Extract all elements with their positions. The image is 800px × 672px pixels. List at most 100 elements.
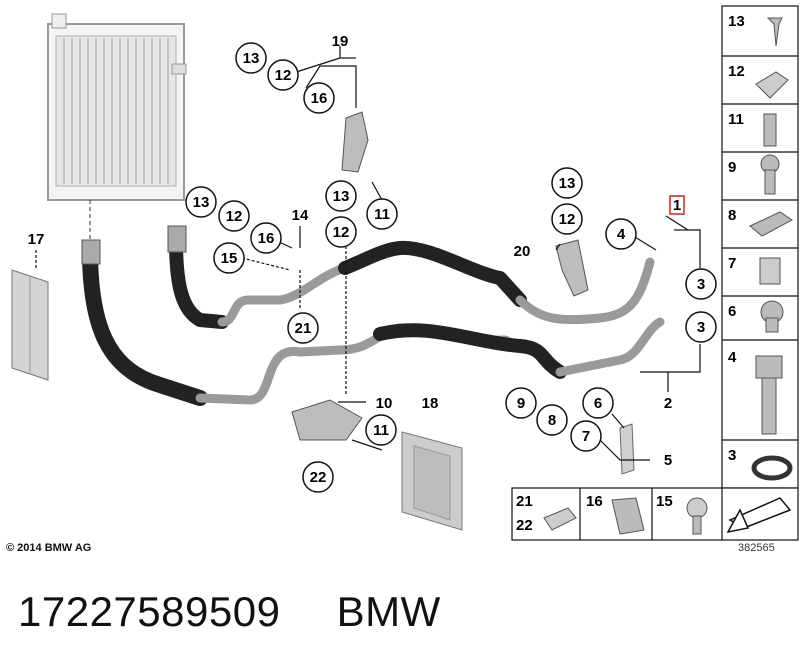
callout-12: 12 [551, 203, 583, 235]
side-part-12: 12 [728, 63, 789, 99]
callout-13: 13 [551, 167, 583, 199]
label-18: 18 [422, 395, 439, 412]
svg-text:16: 16 [311, 90, 328, 107]
svg-text:4: 4 [617, 226, 626, 243]
callout-12: 12 [267, 59, 299, 91]
callout-13: 13 [325, 180, 357, 212]
bracket-19 [341, 111, 369, 173]
svg-text:16: 16 [586, 493, 603, 510]
svg-text:3: 3 [697, 319, 705, 336]
svg-text:5: 5 [664, 452, 672, 469]
callout-7: 7 [570, 420, 602, 452]
svg-text:13: 13 [333, 188, 350, 205]
callout-3: 3 [685, 268, 717, 300]
bracket-5 [619, 423, 635, 475]
svg-text:8: 8 [728, 207, 736, 224]
svg-text:2: 2 [664, 395, 672, 412]
svg-text:6: 6 [728, 303, 736, 320]
callout-1-highlighted: 1 [669, 195, 685, 215]
callout-12: 12 [325, 216, 357, 248]
label-14: 14 [292, 207, 309, 224]
svg-text:12: 12 [333, 224, 350, 241]
svg-text:12: 12 [226, 208, 243, 225]
svg-text:8: 8 [548, 412, 556, 429]
label-10: 10 [376, 395, 393, 412]
svg-text:15: 15 [656, 493, 673, 510]
callout-11: 11 [366, 198, 398, 230]
svg-text:7: 7 [582, 428, 590, 445]
side-parts-column: 13 12 11 9 8 7 6 4 3 [721, 5, 799, 489]
svg-text:6: 6 [594, 395, 602, 412]
svg-text:13: 13 [728, 13, 745, 30]
svg-text:7: 7 [728, 255, 736, 272]
callout-4: 4 [605, 218, 637, 250]
side-part-3: 3 [728, 447, 793, 481]
side-part-9: 9 [728, 154, 780, 195]
label-17: 17 [28, 231, 45, 248]
svg-text:10: 10 [376, 395, 393, 412]
svg-text:11: 11 [374, 206, 390, 223]
svg-text:18: 18 [422, 395, 439, 412]
svg-text:16: 16 [258, 230, 275, 247]
callout-8: 8 [536, 404, 568, 436]
callout-6: 6 [582, 387, 614, 419]
label-20: 20 [514, 243, 531, 260]
callout-3: 3 [685, 311, 717, 343]
svg-text:9: 9 [517, 395, 525, 412]
callout-21: 21 [287, 312, 319, 344]
heat-shield-17 [11, 269, 49, 381]
bottom-part-16: 16 [586, 493, 645, 535]
brand-name: BMW [336, 588, 441, 635]
side-part-11: 11 [728, 111, 777, 147]
callout-11: 11 [365, 414, 397, 446]
callout-15: 15 [213, 242, 245, 274]
side-part-4: 4 [728, 349, 783, 435]
diagram-id: 382565 [738, 542, 775, 554]
svg-text:21: 21 [516, 493, 533, 510]
svg-text:11: 11 [373, 422, 389, 439]
callout-22: 22 [302, 461, 334, 493]
svg-text:15: 15 [221, 250, 238, 267]
side-part-13: 13 [728, 13, 783, 47]
svg-text:13: 13 [193, 194, 210, 211]
callout-12: 12 [218, 200, 250, 232]
svg-text:12: 12 [275, 67, 292, 84]
footer-caption: 17227589509 BMW [18, 588, 441, 636]
side-part-6: 6 [728, 300, 784, 333]
side-part-8: 8 [728, 207, 793, 237]
side-part-7: 7 [728, 255, 781, 285]
svg-text:3: 3 [728, 447, 736, 464]
callout-13: 13 [235, 42, 267, 74]
label-19: 19 [332, 33, 349, 50]
svg-text:11: 11 [728, 111, 744, 128]
svg-text:13: 13 [243, 50, 260, 67]
svg-text:22: 22 [516, 517, 533, 534]
bottom-parts-row: 21 22 16 15 [511, 487, 799, 541]
svg-text:22: 22 [310, 469, 327, 486]
svg-text:12: 12 [728, 63, 745, 80]
leader-lines [35, 46, 701, 461]
bottom-part-21-22: 21 22 [516, 493, 577, 534]
svg-text:4: 4 [728, 349, 737, 366]
label-5: 5 [664, 452, 672, 469]
svg-text:13: 13 [559, 175, 576, 192]
callout-16: 16 [303, 82, 335, 114]
svg-text:12: 12 [559, 211, 576, 228]
oil-lines [82, 233, 665, 406]
svg-text:21: 21 [295, 320, 312, 337]
svg-text:3: 3 [697, 276, 705, 293]
svg-text:19: 19 [332, 33, 349, 50]
bracket-20 [555, 239, 589, 297]
label-2: 2 [664, 395, 672, 412]
forward-direction-arrow [726, 497, 792, 534]
bracket-10 [291, 399, 363, 441]
svg-text:17: 17 [28, 231, 45, 248]
oil-cooler [47, 13, 187, 240]
bottom-part-15: 15 [656, 493, 708, 535]
svg-text:9: 9 [728, 159, 736, 176]
svg-text:20: 20 [514, 243, 531, 260]
callout-16: 16 [250, 222, 282, 254]
part-number: 17227589509 [18, 588, 281, 635]
heat-shield-18 [401, 431, 463, 531]
